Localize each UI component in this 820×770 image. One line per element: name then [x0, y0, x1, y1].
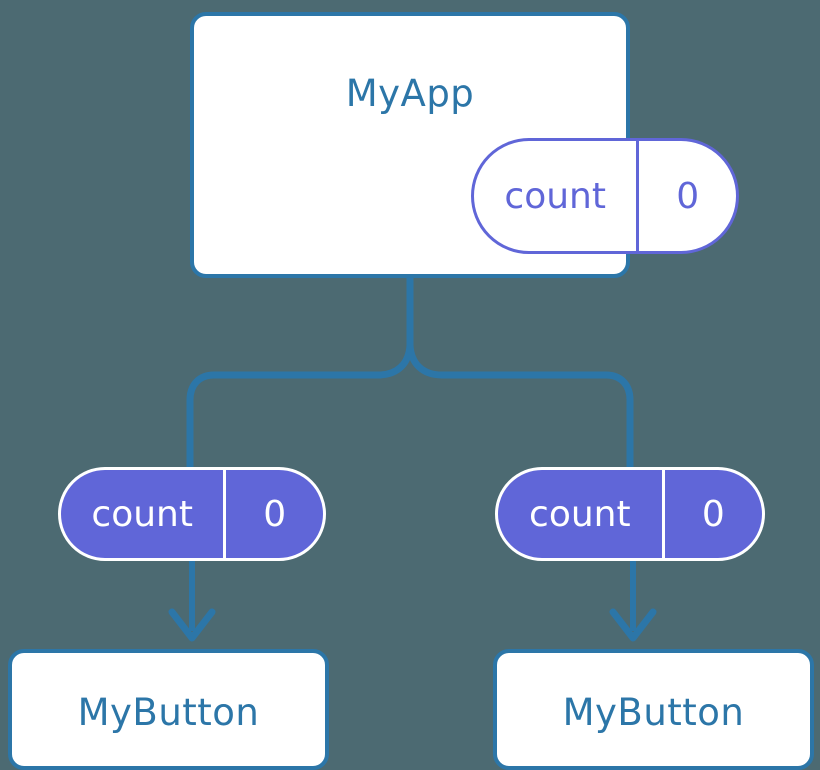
branch-connector-left — [186, 344, 414, 468]
component-card-mybutton-left[interactable]: MyButton — [8, 649, 329, 770]
state-pill-myapp[interactable]: count 0 — [471, 138, 739, 254]
state-pill-key: count — [504, 175, 606, 217]
prop-pill-right[interactable]: count 0 — [495, 467, 765, 561]
arrow-head-left-icon — [168, 608, 216, 642]
prop-pill-value: 0 — [661, 470, 762, 558]
prop-pill-value: 0 — [223, 470, 323, 558]
prop-pill-key: count — [91, 493, 193, 535]
component-card-mybutton-right[interactable]: MyButton — [493, 649, 814, 770]
branch-connector-right — [406, 344, 634, 468]
prop-pill-key: count — [529, 493, 631, 535]
component-title-myapp: MyApp — [345, 72, 475, 115]
arrow-head-right-icon — [609, 608, 657, 642]
component-title-mybutton: MyButton — [77, 691, 260, 734]
component-title-mybutton: MyButton — [562, 691, 745, 734]
component-card-myapp[interactable]: MyApp count 0 — [190, 12, 739, 278]
prop-pill-left[interactable]: count 0 — [58, 467, 326, 561]
state-pill-value: 0 — [636, 141, 736, 251]
